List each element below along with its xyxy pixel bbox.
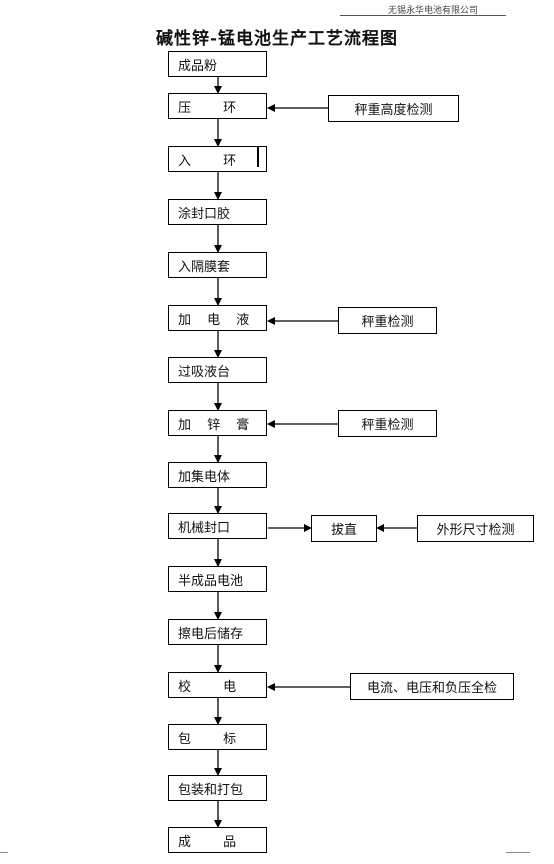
check-box-straighten: 拔直 bbox=[311, 515, 377, 542]
step-box-2: 压 环 bbox=[168, 93, 267, 119]
step-box-1: 成品粉 bbox=[168, 51, 267, 77]
step-box-7: 过吸液台 bbox=[168, 357, 267, 383]
check-box-shape-size: 外形尺寸检测 bbox=[417, 515, 534, 542]
step-box-6: 加 电 液 bbox=[168, 305, 267, 331]
step-box-8: 加 锌 膏 bbox=[168, 410, 267, 436]
check-box-press-ring: 秤重高度检测 bbox=[328, 95, 459, 122]
text-cursor bbox=[257, 146, 259, 167]
page-title: 碱性锌-锰电池生产工艺流程图 bbox=[155, 29, 399, 49]
step-box-9: 加集电体 bbox=[168, 462, 267, 488]
corner-mark-left bbox=[0, 852, 8, 853]
step-box-10: 机械封口 bbox=[168, 513, 267, 539]
step-box-13: 校 电 bbox=[168, 672, 267, 698]
header-rule bbox=[340, 15, 506, 16]
company-name: 无锡永华电池有限公司 bbox=[388, 6, 479, 16]
corner-mark-right bbox=[506, 852, 530, 853]
check-box-electrical: 电流、电压和负压全检 bbox=[350, 673, 514, 700]
step-box-5: 入隔膜套 bbox=[168, 252, 267, 278]
step-box-16: 成 品 bbox=[168, 827, 267, 853]
step-box-12: 擦电后储存 bbox=[168, 619, 267, 645]
step-box-3: 入 环 bbox=[168, 146, 267, 172]
check-box-zinc-paste: 秤重检测 bbox=[338, 410, 437, 437]
step-box-11: 半成品电池 bbox=[168, 566, 267, 592]
step-box-15: 包装和打包 bbox=[168, 775, 267, 801]
step-box-4: 涂封口胶 bbox=[168, 199, 267, 225]
step-box-14: 包 标 bbox=[168, 724, 267, 750]
check-box-electrolyte: 秤重检测 bbox=[338, 307, 437, 334]
